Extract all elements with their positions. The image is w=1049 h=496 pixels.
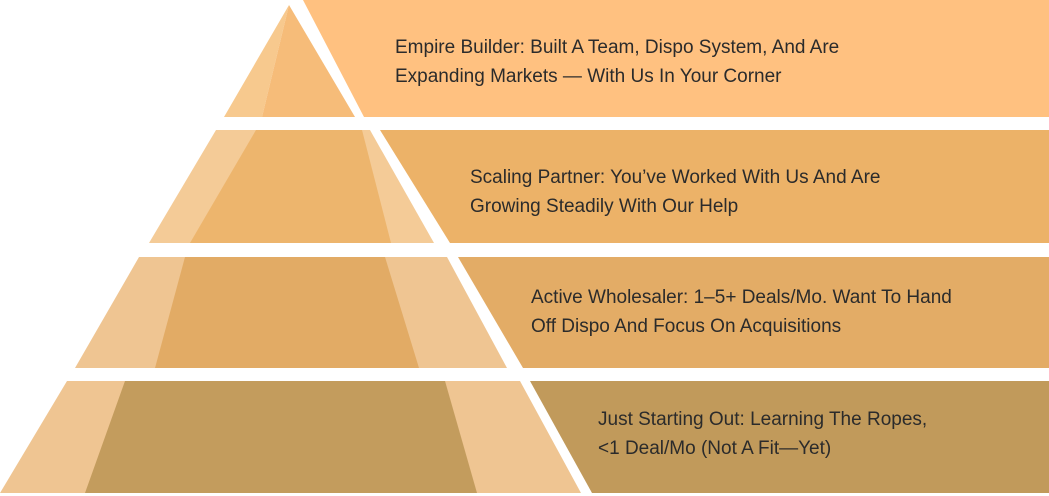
tier-2-line-1: Scaling Partner: You’ve Worked With Us A… [470,167,881,188]
tier-scaling-partner [149,130,1049,243]
tier-1-band [303,0,1049,117]
tier-1-line-1: Empire Builder: Built A Team, Dispo Syst… [395,37,840,58]
tier-2-band [380,130,1049,243]
tier-active-wholesaler [75,257,1049,368]
tier-1-triangle-center [262,5,355,117]
tier-3-line-2: Off Dispo And Focus On Acquisitions [531,316,842,337]
tier-2-label: Scaling Partner: You’ve Worked With Us A… [470,163,880,221]
tier-4-line-1: Just Starting Out: Learning The Ropes, [598,409,928,430]
tier-1-label: Empire Builder: Built A Team, Dispo Syst… [395,33,839,91]
tier-2-trap-center [190,130,391,243]
tier-empire-builder [224,0,1049,117]
tier-3-label: Active Wholesaler: 1–5+ Deals/Mo. Want T… [531,283,952,341]
tier-2-line-2: Growing Steadily With Our Help [470,196,739,217]
tier-3-band [458,257,1049,368]
tier-3-line-1: Active Wholesaler: 1–5+ Deals/Mo. Want T… [531,287,952,308]
tier-1-triangle-left [224,5,289,117]
tier-3-trap-center [155,257,419,368]
tier-4-label: Just Starting Out: Learning The Ropes, <… [598,405,927,463]
tier-4-band [530,381,1049,493]
tier-4-line-2: <1 Deal/Mo (Not A Fit—Yet) [598,438,832,459]
tier-just-starting-out [0,381,1049,493]
tier-1-line-2: Expanding Markets — With Us In Your Corn… [395,66,782,87]
tier-4-trap-center [85,381,477,493]
